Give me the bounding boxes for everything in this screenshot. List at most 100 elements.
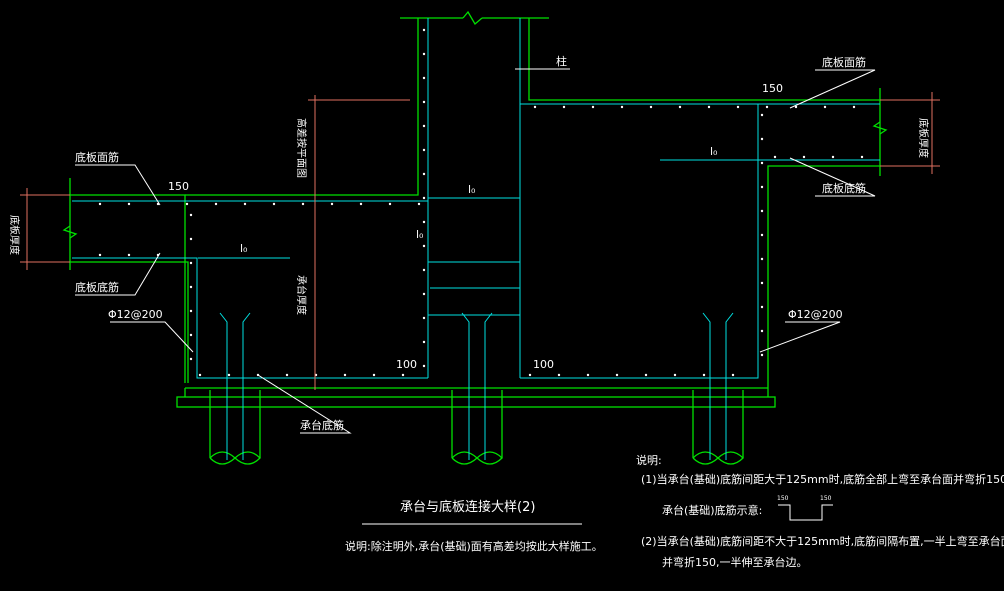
notes-mini-dim-b: 150 [820,495,832,502]
rebar-dot [422,148,426,152]
rebar-dot [422,268,426,272]
rebar-sketch [778,504,833,521]
label-dim-150-right: 150 [762,82,783,95]
rebar-dot [831,155,835,159]
rebar-dot [417,202,421,206]
rebar-dot [343,373,347,377]
rebar-dot [591,105,595,109]
rebar-dot [422,124,426,128]
label-slab-thickness-left: 底板厚度 [8,215,21,255]
rebar-dot [760,209,764,213]
label-column: 柱 [556,54,567,68]
label-slab-thickness-right: 底板厚度 [917,118,930,158]
rebar-dot [760,305,764,309]
rebar-dot [802,155,806,159]
rebar-dot [359,202,363,206]
rebar-dot [760,185,764,189]
rebar-dot [615,373,619,377]
rebar-dot [557,373,561,377]
rebar-dot [678,105,682,109]
label-lo-4: l₀ [416,228,424,241]
rebar-dot [760,113,764,117]
rebar-dot [422,52,426,56]
rebar-dot [388,202,392,206]
rebar-dot [214,202,218,206]
rebar-dot [98,253,102,257]
rebar-dot [401,373,405,377]
rebar-dot [330,202,334,206]
rebar-dot [760,281,764,285]
label-slab-bottom-right: 底板底筋 [822,181,866,195]
rebar-dot [127,253,131,257]
label-slab-bottom-left: 底板底筋 [75,280,119,294]
notes-mini-dim-a: 150 [777,495,789,502]
rebar-dot [794,105,798,109]
rebar-dot [422,340,426,344]
rebar-dot [852,105,856,109]
rebar-dot [422,196,426,200]
rebar-dot [702,373,706,377]
rebar-dot [644,373,648,377]
rebar-dot [189,237,193,241]
rebar-dot [422,364,426,368]
rebar-dot [422,76,426,80]
rebar-dot [760,161,764,165]
rebar-dot [243,202,247,206]
notes-item-2-line-1: (2)当承台(基础)底筋间距不大于125mm时,底筋间隔布置,一半上弯至承台面 [641,534,1004,548]
concrete-outline [62,10,888,465]
rebar-dot [528,373,532,377]
rebar-dot [860,155,864,159]
rebar-dot [765,105,769,109]
rebar-dot [533,105,537,109]
label-dim-150-left: 150 [168,180,189,193]
rebar-dot [760,233,764,237]
rebar-dot [422,100,426,104]
rebar-dot [189,285,193,289]
rebar-dot [823,105,827,109]
rebar-dot [422,220,426,224]
label-lo-2: l₀ [468,183,476,196]
dimension-lines [20,92,940,390]
rebar-dot [189,333,193,337]
rebar-dot [227,373,231,377]
notes-item-1: (1)当承台(基础)底筋间距大于125mm时,底筋全部上弯至承台面并弯折150。 [641,472,1004,486]
rebar-dot [127,202,131,206]
rebar-dot [773,155,777,159]
label-lo-3: l₀ [710,145,718,158]
rebar-dot [731,373,735,377]
rebar-dot [189,213,193,217]
rebar-dot [422,292,426,296]
labels: 底板面筋 底板底筋 底板面筋 底板底筋 柱 承台底筋 Φ12@200 Φ12@2… [8,54,930,432]
leader-lines [75,68,876,525]
rebar-dot [760,353,764,357]
rebar-dot [422,28,426,32]
rebar-dots [98,28,864,377]
rebar-dot [760,329,764,333]
rebar-dot [422,244,426,248]
notes-block: 说明: (1)当承台(基础)底筋间距大于125mm时,底筋全部上弯至承台面并弯折… [636,453,1004,569]
rebar-dot [649,105,653,109]
rebar-dot [285,373,289,377]
rebar-dot [422,172,426,176]
label-dim-100: 100 [396,358,417,371]
rebar-dot [98,202,102,206]
rebar-dot [185,202,189,206]
rebar-dot [189,357,193,361]
notes-item-2-line-2: 并弯折150,一半伸至承台边。 [662,555,808,569]
label-slab-top-right: 底板面筋 [822,55,866,69]
drawing-title: 承台与底板连接大样(2) [400,499,535,515]
rebar-dot [189,261,193,265]
drawing-note: 说明:除注明外,承台(基础)面有高差均按此大样施工。 [345,539,603,553]
label-dim-100b: 100 [533,358,554,371]
rebar-dot [562,105,566,109]
rebar-dot [372,373,376,377]
notes-heading: 说明: [636,453,662,467]
notes-item-1-sub: 承台(基础)底筋示意: [662,503,762,517]
rebar-dot [586,373,590,377]
label-cap-thickness: 承台厚度 [295,275,308,315]
label-bar-left: Φ12@200 [108,308,163,321]
rebar-lines [72,18,880,460]
rebar-dot [189,309,193,313]
rebar-dot [736,105,740,109]
rebar-dot [673,373,677,377]
